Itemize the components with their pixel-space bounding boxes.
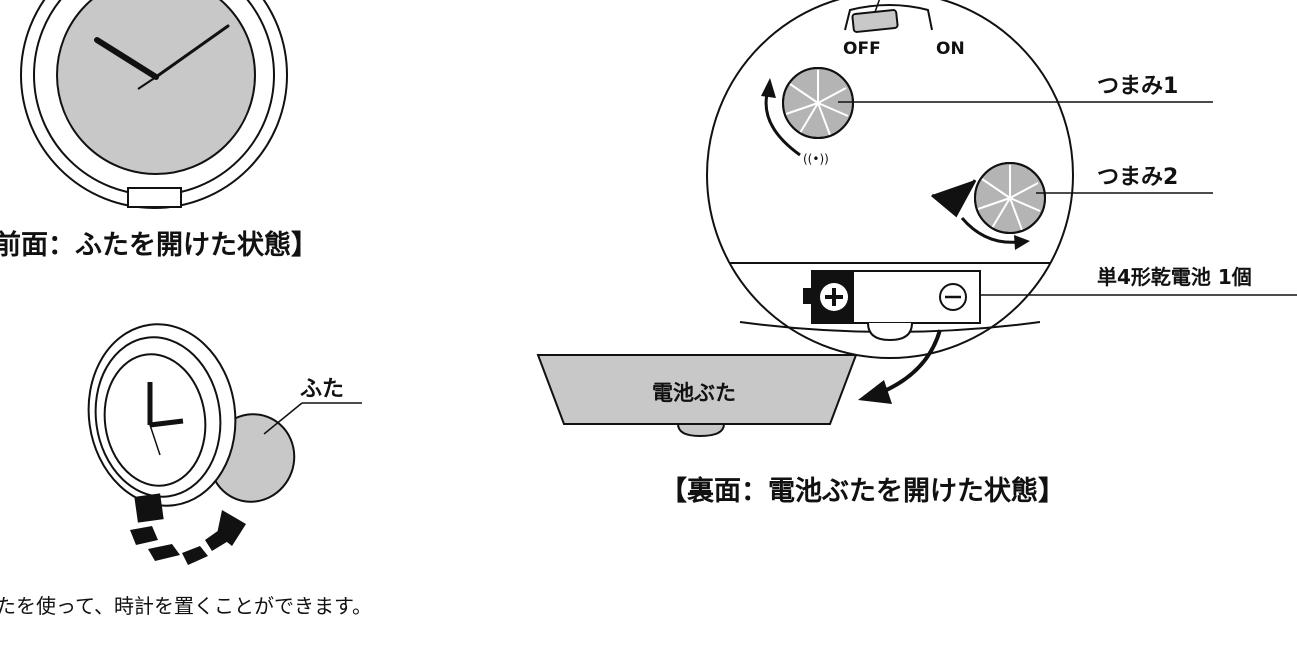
front-clock — [20, 0, 288, 209]
battery-label: 単4形乾電池 1個 — [1097, 265, 1252, 289]
knob-1-rotate-arrow — [764, 89, 801, 157]
standing-clock-second-hand — [149, 424, 161, 456]
power-switch-housing — [844, 4, 933, 31]
front-caption: 前面：ふたを開けた状態】 — [0, 229, 318, 261]
battery — [803, 270, 981, 342]
knob-1-label: つまみ1 — [1097, 74, 1178, 99]
switch-on-label: ON — [936, 39, 965, 59]
power-switch — [851, 9, 899, 33]
standing-clock-minute-hand — [149, 418, 184, 428]
front-clock-hour-hand — [94, 37, 159, 80]
standing-clock-face — [103, 353, 207, 487]
lid-label: ふた — [300, 377, 344, 402]
lid-leader-line — [263, 402, 303, 435]
knob-2-label: つまみ2 — [1097, 165, 1178, 190]
front-clock-second-hand — [137, 76, 157, 90]
switch-off-label: OFF — [843, 39, 881, 59]
battery-cover — [536, 354, 858, 438]
alarm-symbol: ((•)) — [803, 152, 829, 166]
knob-1 — [782, 67, 854, 139]
checkmark-icon — [931, 179, 977, 218]
back-caption: 【裏面：電池ぶたを開けた状態】 — [660, 475, 1065, 507]
knob-2-rotate-arrow — [960, 217, 1019, 244]
battery-cover-label: 電池ぶた — [652, 381, 736, 405]
standing-clock — [87, 323, 362, 565]
back-clock: ((•)) — [706, 0, 1297, 359]
stand-note: たを使って、時計を置くことができます。 — [0, 594, 372, 618]
rotate-arrow — [130, 493, 246, 565]
front-clock-minute-hand — [154, 24, 230, 79]
open-cover-arrow — [881, 329, 942, 394]
front-clock-stand-hinge — [127, 187, 182, 208]
knob-2 — [974, 162, 1046, 234]
